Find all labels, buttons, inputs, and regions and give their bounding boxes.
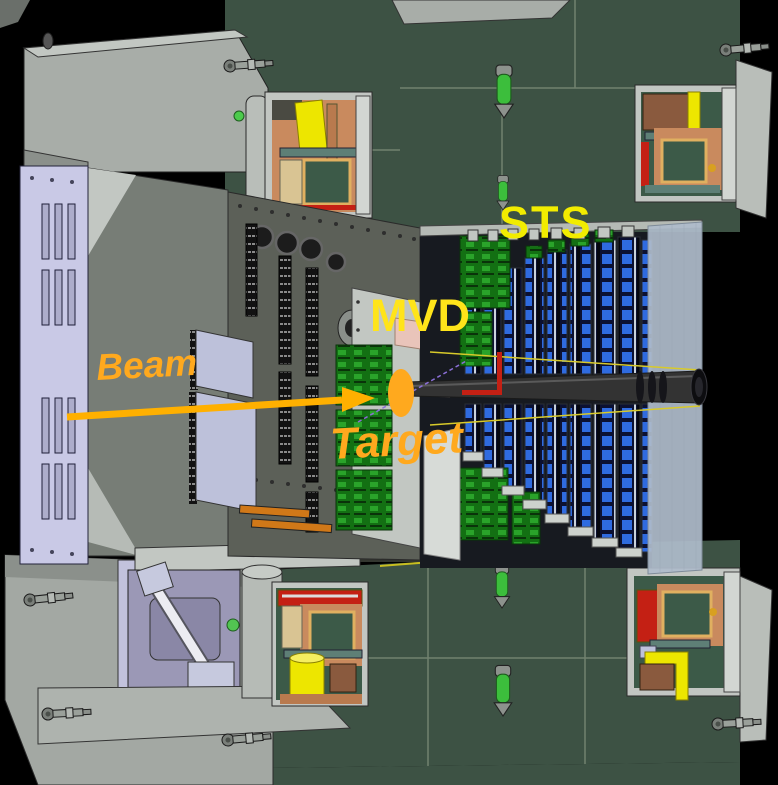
connector-strips (245, 223, 319, 533)
box-side-wall (355, 95, 371, 215)
yoke-top-box-bevel (22, 29, 249, 58)
gold-dot (709, 608, 717, 616)
gold-dot (708, 164, 716, 172)
target-marker (388, 369, 414, 417)
sts-label: STS (499, 197, 593, 248)
coil-cutaway-box-top-right (634, 84, 737, 203)
connector-comb (189, 392, 197, 504)
pedestal-cylinder-top (241, 564, 283, 580)
red-strip (280, 205, 362, 210)
connector-comb (190, 330, 198, 390)
beige-block (281, 605, 303, 649)
bolt-hole-row-top (238, 204, 416, 241)
red-strip (641, 142, 649, 186)
beam-arrow-shaft (66, 396, 343, 421)
copper-floor (280, 694, 362, 704)
red-marker-vertical (497, 352, 502, 394)
beige-block (279, 159, 303, 205)
flange-ring (636, 371, 644, 403)
mvd-readout-board (335, 469, 393, 531)
support-machinery (37, 538, 515, 745)
brown-plate (642, 93, 690, 131)
flange-ring (659, 371, 667, 403)
box-side-wall (721, 87, 737, 201)
orange-cable-2 (250, 518, 333, 534)
flange-ring (648, 371, 656, 403)
annotations: Beam Target MVD STS (66, 197, 593, 469)
box-side-wall (723, 571, 741, 693)
orange-cable-1 (238, 504, 311, 519)
target-label: Target (329, 413, 467, 469)
coil-flap-top-right (735, 59, 773, 219)
electronics-box-1 (195, 329, 254, 399)
sts-floor-left (423, 427, 461, 561)
coil-panel-bottom-extend (268, 762, 740, 785)
teal-bar (649, 639, 711, 649)
sts-ladders-lower (464, 403, 653, 553)
coil-panel-bottom-face (268, 540, 740, 768)
yoke-corner-sliver (0, 0, 30, 28)
yoke-vent-panel (19, 165, 89, 565)
teal-shelf-bottom (645, 185, 720, 193)
teal-shelf (279, 147, 361, 158)
red-top-frame (277, 589, 363, 607)
interior-shadow (272, 100, 302, 120)
red-marker-horizontal (462, 390, 502, 395)
coil-cutaway-box-top-left (233, 91, 373, 219)
brown-panel (639, 663, 675, 691)
strut-clevis-top (136, 561, 174, 597)
yellow-cylinder-top (289, 652, 325, 664)
vent-slots (41, 203, 76, 520)
green-indicator-dot (226, 618, 240, 632)
coil-cutaway-box-bottom-center (271, 581, 369, 707)
yellow-plate (294, 99, 328, 153)
yoke-bevel-top (88, 168, 136, 256)
beam-label: Beam (95, 342, 198, 388)
panel-bolt-dots (30, 176, 74, 556)
sts-mount-clamps (467, 225, 635, 242)
green-window (660, 138, 708, 184)
brown-block (329, 663, 357, 693)
green-window (302, 158, 352, 206)
beam-arrow-head (342, 387, 375, 412)
yellow-cone-line-bottom (429, 405, 701, 426)
beam-pipe (404, 351, 708, 426)
mvd-label: MVD (370, 290, 470, 341)
red-panel (636, 589, 660, 643)
green-indicator-dot (233, 110, 245, 122)
panel-seam-lines (240, 0, 740, 232)
pipe-end-hole (695, 377, 703, 397)
coil-cutaway-box-bottom-right (626, 567, 741, 701)
yoke-bevel-bottom (88, 468, 140, 556)
sts-detector (419, 219, 703, 575)
lifting-hole (42, 32, 54, 50)
yoke-top-sliver (391, 0, 571, 25)
yellow-cone-line-top (429, 351, 701, 371)
sts-floor-bits (462, 451, 643, 558)
coil-flap-bottom-right (739, 575, 773, 743)
green-window (661, 590, 713, 638)
mvd-readout-board (335, 409, 393, 467)
